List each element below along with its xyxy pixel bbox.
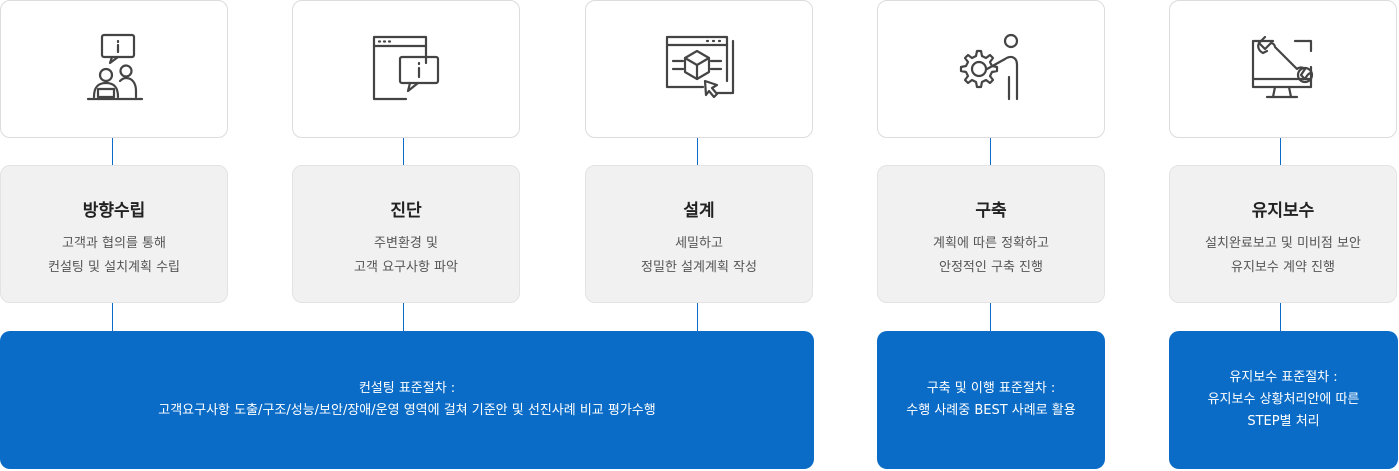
step-description-line: 고객과 협의를 통해 [62,236,166,251]
procedure-text: 수행 사례중 BEST 사례로 활용 [906,403,1076,418]
connector-line [1280,138,1281,165]
step-description-line: 유지보수 계약 진행 [1231,260,1335,275]
step-description-line: 설치완료보고 및 미비점 보안 [1205,236,1361,251]
procedure-title: 유지보수 표준절차 : [1229,370,1338,385]
step-info-card: 유지보수 설치완료보고 및 미비점 보안 유지보수 계약 진행 [1169,165,1397,303]
consulting-procedure-box: 컨설팅 표준절차 : 고객요구사항 도출/구조/성능/보안/장애/운영 영역에 … [0,331,814,469]
diagnosis-window-icon [372,35,440,101]
construction-gear-icon [959,33,1019,101]
step-icon-card [0,0,228,138]
step-info-card: 진단 주변환경 및 고객 요구사항 파악 [292,165,520,303]
consultation-icon [86,33,144,101]
step-info-card: 구축 계획에 따른 정확하고 안정적인 구축 진행 [877,165,1105,303]
connector-line [112,303,113,331]
step-description: 고객과 협의를 통해 컨설팅 및 설치계획 수립 [1,232,227,280]
procedure-title: 컨설팅 표준절차 : [358,381,456,396]
step-title: 구축 [975,201,1007,221]
procedure-title: 구축 및 이행 표준절차 : [926,381,1056,396]
step-info-card: 설계 세밀하고 정밀한 설계계획 작성 [585,165,813,303]
procedure-text: 유지보수 상황처리안에 따른 [1207,392,1360,407]
connector-line [1280,303,1281,331]
step-info-card: 방향수립 고객과 협의를 통해 컨설팅 및 설치계획 수립 [0,165,228,303]
maintenance-procedure-box: 유지보수 표준절차 : 유지보수 상황처리안에 따른 STEP별 처리 [1169,331,1398,469]
connector-line [112,138,113,165]
procedure-text: STEP별 처리 [1247,414,1320,429]
step-title: 유지보수 [1251,201,1315,221]
design-blueprint-icon [665,35,735,99]
step-icon-card [1169,0,1397,138]
connector-line [697,303,698,331]
step-description-line: 세밀하고 [675,236,723,251]
step-title: 진단 [390,201,422,221]
connector-line [403,303,404,331]
step-description-line: 고객 요구사항 파악 [354,260,458,275]
step-description-line: 주변환경 및 [374,236,438,251]
maintenance-wrench-icon [1251,35,1314,99]
connector-line [403,138,404,165]
step-description-line: 컨설팅 및 설치계획 수립 [48,260,180,275]
step-description: 주변환경 및 고객 요구사항 파악 [293,232,519,280]
connector-line [697,138,698,165]
step-description-line: 정밀한 설계계획 작성 [641,260,757,275]
procedure-text: 고객요구사항 도출/구조/성능/보안/장애/운영 영역에 걸쳐 기준안 및 선진… [158,403,656,418]
connector-line [990,138,991,165]
construction-procedure-box: 구축 및 이행 표준절차 : 수행 사례중 BEST 사례로 활용 [877,331,1105,469]
step-description: 설치완료보고 및 미비점 보안 유지보수 계약 진행 [1170,232,1396,280]
step-icon-card [585,0,813,138]
connector-line [990,303,991,331]
step-icon-card [877,0,1105,138]
step-icon-card [292,0,520,138]
step-title: 방향수립 [82,201,146,221]
step-description-line: 안정적인 구축 진행 [939,260,1043,275]
step-description: 세밀하고 정밀한 설계계획 작성 [586,232,812,280]
step-description-line: 계획에 따른 정확하고 [933,236,1049,251]
step-description: 계획에 따른 정확하고 안정적인 구축 진행 [878,232,1104,280]
step-title: 설계 [683,201,715,221]
